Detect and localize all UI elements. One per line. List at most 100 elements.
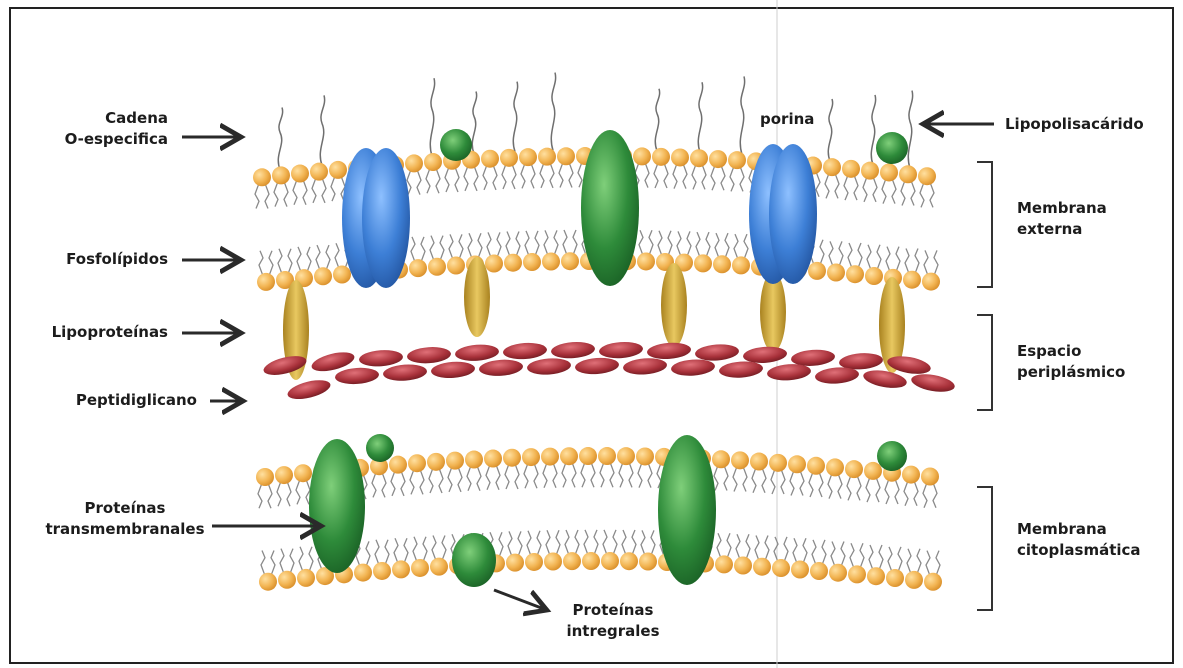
- lipid-tail: [841, 542, 845, 567]
- lipid-head: [865, 267, 883, 285]
- lipid-tail: [911, 180, 915, 205]
- lps-chain: [740, 76, 744, 154]
- lipid-head: [639, 553, 657, 571]
- lipid-tail: [835, 173, 839, 198]
- lipid-tail: [677, 231, 681, 256]
- lipid-tail: [572, 462, 576, 487]
- lipid-tail: [668, 231, 672, 256]
- lipid-tail: [502, 164, 506, 189]
- lipid-tail: [816, 172, 820, 197]
- lipid-tail: [477, 466, 481, 491]
- peptidoglycan-strand: [430, 360, 475, 379]
- lipid-head: [485, 255, 503, 273]
- lipid-head: [430, 558, 448, 576]
- lipid-tail: [439, 468, 443, 493]
- lipid-tail: [591, 462, 595, 487]
- label-lipoproteinas: Lipoproteínas: [30, 322, 168, 343]
- lipid-tail: [506, 232, 510, 257]
- lipid-tail: [727, 533, 731, 558]
- lipid-tail: [410, 469, 414, 494]
- lipid-tail: [866, 477, 870, 502]
- lipid-tail: [746, 534, 750, 559]
- lipid-tail: [898, 547, 902, 572]
- bracket-icon: [977, 162, 992, 287]
- lipid-head: [842, 160, 860, 178]
- peptidoglycan-strand: [694, 343, 739, 362]
- lipid-tail: [429, 468, 433, 493]
- lipid-tail: [648, 462, 652, 487]
- lipid-tail: [578, 162, 582, 187]
- lipid-tail: [867, 245, 871, 270]
- lipid-head: [734, 557, 752, 575]
- lipid-tail: [793, 538, 797, 563]
- peptidoglycan-strand: [526, 357, 571, 376]
- lipid-tail: [711, 165, 715, 190]
- lipid-tail: [706, 232, 710, 257]
- lipid-head: [427, 453, 445, 471]
- lipid-tail: [896, 247, 900, 272]
- lipid-head: [633, 147, 651, 165]
- lipid-head: [275, 466, 293, 484]
- peptidoglycan-strand: [406, 346, 451, 365]
- lipid-tail: [430, 236, 434, 261]
- lipid-tail: [261, 550, 265, 575]
- lipid-tail: [525, 231, 529, 256]
- lipid-head: [637, 252, 655, 270]
- lps-chain: [513, 82, 517, 152]
- lipid-head: [542, 253, 560, 271]
- lipid-tail: [715, 233, 719, 258]
- lipid-head: [715, 555, 733, 573]
- lipid-tail: [923, 482, 927, 507]
- peptidoglycan-strand: [910, 371, 956, 394]
- lipid-head: [921, 467, 939, 485]
- lipid-tail: [784, 537, 788, 562]
- peptidoglycan-strand: [358, 349, 403, 368]
- lipid-tail: [335, 243, 339, 268]
- lipid-tail: [632, 530, 636, 555]
- lipid-head: [690, 149, 708, 167]
- lipid-tail: [556, 530, 560, 555]
- lipid-tail: [812, 540, 816, 565]
- lipid-tail: [879, 545, 883, 570]
- integral-protein: [452, 533, 496, 587]
- lipid-tail: [820, 240, 824, 265]
- lipid-tail: [765, 536, 769, 561]
- label-peptidiglicano: Peptidiglicano: [50, 390, 197, 411]
- lipid-tail: [654, 163, 658, 188]
- lipid-tail: [527, 531, 531, 556]
- lipid-tail: [658, 231, 662, 256]
- lipid-tail: [449, 234, 453, 259]
- lipid-tail: [876, 477, 880, 502]
- lipid-tail: [312, 178, 316, 203]
- lipid-tail: [847, 475, 851, 500]
- lipid-tail: [546, 530, 550, 555]
- lipid-head: [731, 451, 749, 469]
- lipid-tail: [316, 245, 320, 270]
- lipid-head: [902, 466, 920, 484]
- bracket-icon: [977, 487, 992, 610]
- lipid-tail: [581, 462, 585, 487]
- lipid-tail: [917, 549, 921, 574]
- lipid-tail: [882, 178, 886, 203]
- lipid-tail: [331, 176, 335, 201]
- lipid-tail: [822, 540, 826, 565]
- lipid-head: [428, 258, 446, 276]
- lipid-tail: [508, 531, 512, 556]
- lipid-head: [918, 167, 936, 185]
- lipid-head: [409, 259, 427, 277]
- peptidoglycan-strand: [550, 341, 595, 360]
- lipid-head: [694, 254, 712, 272]
- lipid-head: [823, 158, 841, 176]
- brackets: [977, 162, 992, 610]
- lipid-tail: [895, 479, 899, 504]
- lipid-head: [561, 252, 579, 270]
- lipid-tail: [288, 249, 292, 274]
- lipid-tail: [930, 182, 934, 207]
- lps-chain: [828, 99, 832, 161]
- lipid-tail: [683, 163, 687, 188]
- lipid-head: [354, 564, 372, 582]
- lipid-head: [481, 150, 499, 168]
- lipid-head: [864, 462, 882, 480]
- lipid-tail: [850, 543, 854, 568]
- lipid-tail: [290, 549, 294, 574]
